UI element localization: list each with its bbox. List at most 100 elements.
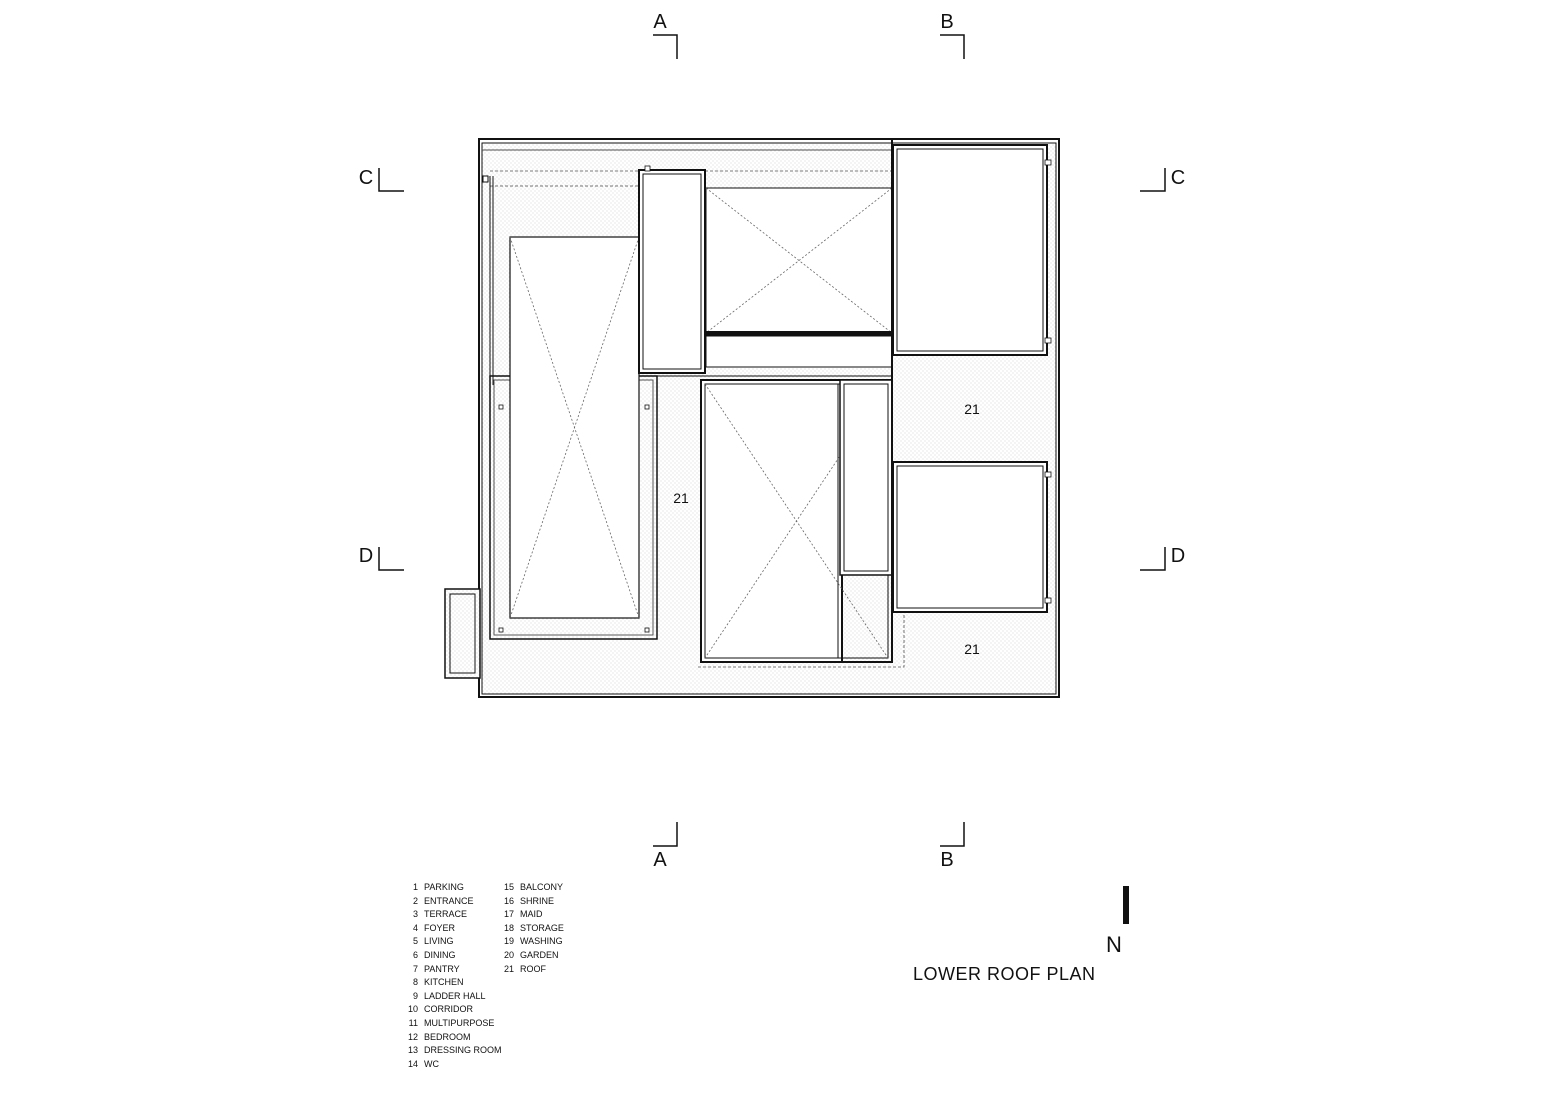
legend-item-label: WC [424,1058,439,1069]
legend-item-label: GARDEN [520,949,559,960]
side-shaft-inner [843,383,889,572]
legend-item-label: FOYER [424,922,456,933]
outside-small-box-inner [449,593,476,674]
section-marker-d-right: D [1140,545,1185,571]
post-marker [644,404,650,410]
north-label: N [1106,932,1122,957]
legend-item-number: 7 [412,963,418,974]
legend-item: 12 BEDROOM [396,1031,502,1045]
legend-item-number: 1 [412,882,418,892]
corridor-strip [705,335,893,368]
legend-item: 11 MULTIPURPOSE [396,1017,502,1031]
room-tag-roof: 21 [673,490,689,506]
section-label-c: C [1171,167,1185,189]
legend-item-number: 2 [412,895,418,906]
section-label-a: A [653,11,667,33]
legend-item-label: MULTIPURPOSE [424,1017,495,1028]
narrow-roof-volume-outer [638,169,706,374]
legend-item-number: 14 [407,1058,418,1069]
section-marker-c-left: C [359,167,404,192]
legend-item-number: 11 [408,1017,418,1028]
legend-item-label: BEDROOM [424,1031,471,1042]
legend-item-number: 3 [412,909,418,920]
legend-item-label: BALCONY [520,882,564,892]
post-marker [498,627,504,633]
legend-item-number: 4 [412,922,418,933]
bottom-skylight-frame [700,379,843,663]
legend-item-number: 9 [412,990,418,1001]
legend-item-label: MAID [520,909,543,920]
legend-item-number: 8 [412,977,418,988]
legend-item: 21 ROOF [492,963,564,977]
legend-item: 15 BALCONY [492,881,564,895]
legend-item-number: 18 [503,922,514,933]
legend-item: 14 WC [396,1058,502,1072]
legend-item-label: PARKING [424,882,464,892]
right-bottom-cap [1044,471,1052,478]
section-label-d: D [359,545,373,567]
legend-item-number: 21 [503,963,514,974]
legend-item: 5 LIVING [396,935,502,949]
section-label-c: C [359,167,373,189]
legend-item-number: 6 [412,949,418,960]
narrow-roof-volume-inner [642,173,702,370]
legend-item: 17 MAID [492,908,564,922]
right-top-roof-volume [892,144,1048,356]
right-bottom-cap [1044,597,1052,604]
right-top-cap [1044,337,1052,344]
inner-parapet [481,142,1057,695]
section-label-b: B [940,11,953,33]
legend-item-label: KITCHEN [424,977,464,988]
legend-item-number: 16 [503,895,514,906]
bottom-skylight-cross-2 [704,383,889,659]
beam-band [706,331,892,336]
legend-item: 10 CORRIDOR [396,1003,502,1017]
legend-column-2: 15 BALCONY 16 SHRINE 17 MAID 18 STORAGE 19 WASHIN… [492,881,564,976]
legend-item-label: DINING [424,949,456,960]
legend-item: 19 WASHING [492,935,564,949]
legend-item-number: 10 [407,1004,418,1015]
section-label-d: D [1171,545,1185,567]
left-rail-cap [482,175,489,183]
legend-item: 3 TERRACE [396,908,502,922]
top-skylight-cross-2 [705,187,893,334]
right-top-cap [1044,159,1052,166]
legend-item-number: 19 [503,936,514,947]
legend-item-number: 12 [407,1031,418,1042]
legend-item-number: 15 [503,882,514,892]
section-marker-b-top: B [940,11,965,59]
outside-small-box [444,588,481,679]
plan-title: LOWER ROOF PLAN [913,964,1096,984]
room-tag-roof: 21 [964,401,980,417]
right-top-roof-volume-inner [896,148,1044,352]
room-tag-roof: 21 [964,641,980,657]
outer-parapet [478,138,1060,698]
legend-item-label: STORAGE [520,922,564,933]
section-label-b: B [940,849,953,871]
legend-item: 6 DINING [396,949,502,963]
north-arrow-icon: N [1106,886,1129,957]
legend-item: 16 SHRINE [492,895,564,909]
legend-item-label: CORRIDOR [424,1004,473,1015]
legend-item: 20 GARDEN [492,949,564,963]
section-marker-a-bottom: A [653,822,678,871]
legend-item-number: 13 [407,1045,418,1056]
legend-item-number: 17 [503,909,514,920]
post-marker [498,404,504,410]
left-skylight-cross-2 [509,236,640,619]
legend-item-label: TERRACE [424,909,468,920]
legend-item-label: SHRINE [520,895,555,906]
section-marker-d-left: D [359,545,404,571]
section-marker-c-right: C [1140,167,1185,192]
legend-item-number: 20 [503,949,514,960]
legend-item-label: WASHING [520,936,563,947]
legend-item: 4 FOYER [396,922,502,936]
legend-item-number: 5 [412,936,418,947]
legend-item-label: ROOF [520,963,546,974]
legend-item-label: LIVING [424,936,454,947]
